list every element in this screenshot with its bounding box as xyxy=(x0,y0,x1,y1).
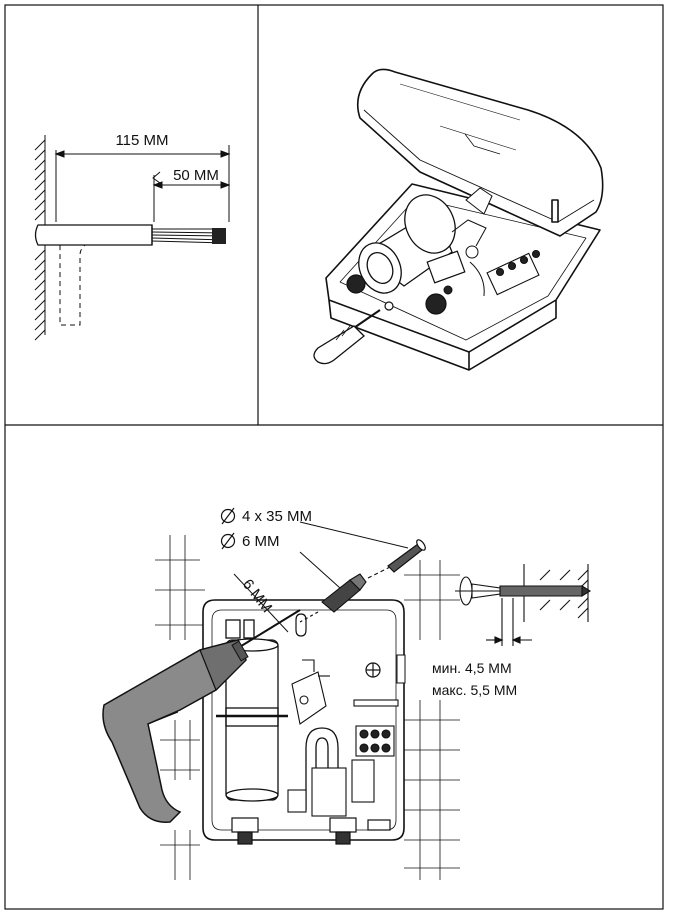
panel-frame xyxy=(4,4,664,910)
base-screw xyxy=(384,301,394,311)
terminal-block xyxy=(287,699,399,817)
open-device-panel xyxy=(313,68,604,371)
screw-spec-label: 4 x 35 MM xyxy=(242,508,312,525)
dowel-spec-leader xyxy=(299,551,341,589)
connector-knobs xyxy=(346,250,466,315)
terminal-block xyxy=(486,249,541,296)
dowel-spec-label: 6 MM xyxy=(242,533,280,550)
earth-screw xyxy=(365,662,381,678)
water-pipe xyxy=(305,727,339,810)
dimension-50 xyxy=(152,171,231,222)
device-lid xyxy=(356,68,604,237)
wall-mount-panel: 6 MM 4 x 35 MM 6 MM xyxy=(102,507,592,880)
stripped-wires xyxy=(151,228,227,244)
dimension-strip-label: 50 MM xyxy=(173,167,219,184)
diameter-symbol xyxy=(220,507,236,550)
cable-conduit xyxy=(59,239,96,326)
wall-section-detail xyxy=(455,564,592,646)
gap-max-label: макс. 5,5 MM xyxy=(432,682,517,698)
mounting-keyhole xyxy=(295,613,307,637)
drill-icon xyxy=(102,609,301,823)
heater-tank xyxy=(358,194,456,294)
screw-spec-leader xyxy=(299,521,409,549)
device-internals xyxy=(443,187,493,297)
water-fittings xyxy=(231,817,391,845)
heater-cylinder xyxy=(216,619,288,802)
gap-min-label: мин. 4,5 MM xyxy=(432,660,512,676)
dimension-total-label: 115 MM xyxy=(115,132,168,149)
tile-grid xyxy=(155,535,460,880)
screwdriver-icon xyxy=(313,309,381,365)
dimension-115 xyxy=(54,145,231,222)
thermostat-switch xyxy=(291,659,330,725)
drill-bit-leader xyxy=(233,573,289,633)
screw-icon xyxy=(299,539,426,623)
cable-strip-panel: 115 MM 50 MM xyxy=(34,132,231,341)
wall-dowel-icon xyxy=(321,565,393,613)
cable xyxy=(34,224,153,246)
